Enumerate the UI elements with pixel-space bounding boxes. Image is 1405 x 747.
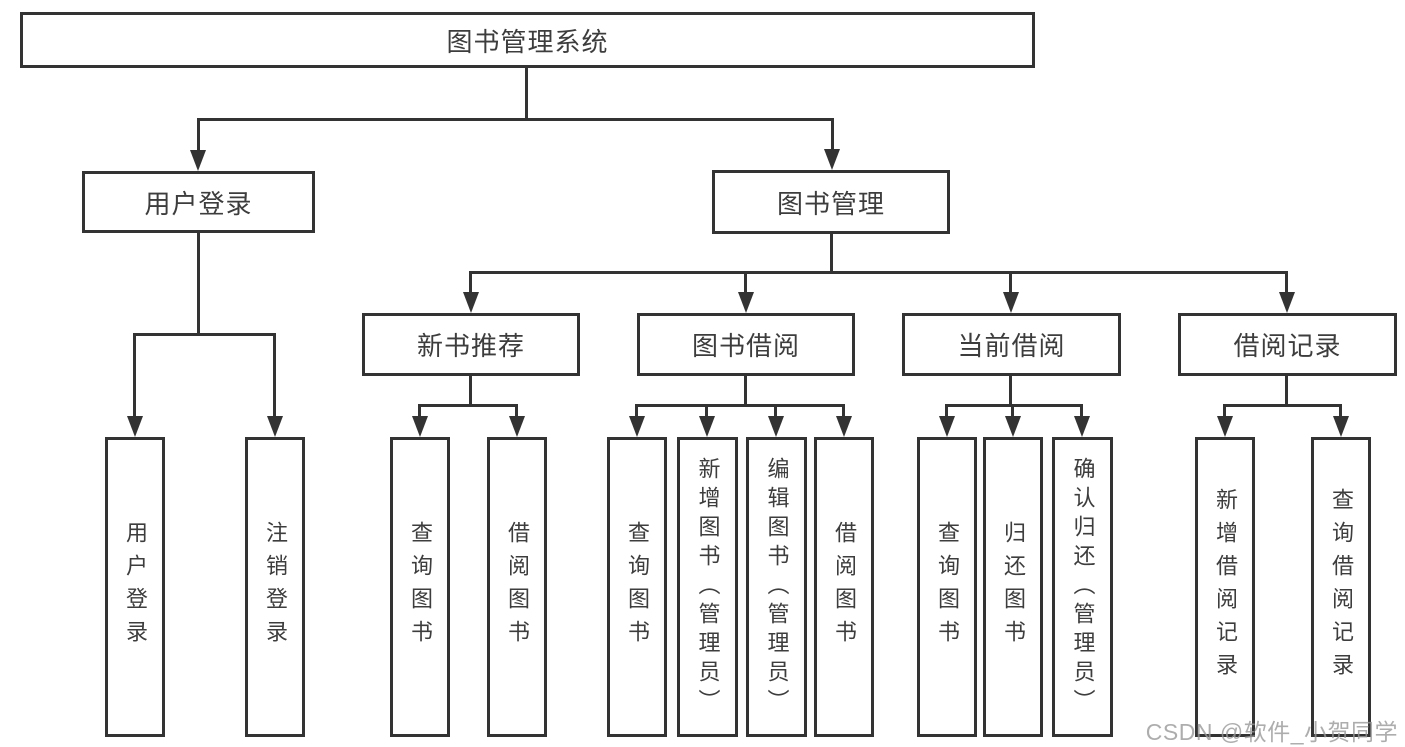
connector-line: [945, 404, 1083, 407]
arrow-down-icon: [190, 150, 206, 171]
connector-line: [1011, 404, 1014, 418]
connector-line: [418, 404, 518, 407]
node-root-system: 图书管理系统: [20, 12, 1035, 68]
leaf-add-books-admin: 新增图书（管理员）: [677, 437, 738, 737]
arrow-down-icon: [824, 149, 840, 170]
node-book-management-branch: 图书管理: [712, 170, 950, 234]
node-current-borrow: 当前借阅: [902, 313, 1121, 376]
node-label: 确认归还（管理员）: [1070, 456, 1096, 718]
arrow-down-icon: [699, 416, 715, 437]
connector-line: [635, 404, 845, 407]
connector-line: [525, 68, 528, 118]
leaf-edit-books-admin: 编辑图书（管理员）: [746, 437, 807, 737]
arrow-down-icon: [1279, 292, 1295, 313]
arrow-down-icon: [1003, 292, 1019, 313]
connector-line: [133, 333, 276, 336]
leaf-return-books: 归还图书: [983, 437, 1043, 737]
connector-line: [197, 118, 200, 154]
connector-line: [1080, 404, 1083, 418]
leaf-logout: 注销登录: [245, 437, 305, 737]
leaf-add-borrow-record: 新增借阅记录: [1195, 437, 1255, 737]
arrow-down-icon: [768, 416, 784, 437]
leaf-user-login: 用户登录: [105, 437, 165, 737]
node-borrow-records: 借阅记录: [1178, 313, 1397, 376]
node-label: 查询借阅记录: [1329, 488, 1354, 686]
connector-line: [515, 404, 518, 418]
arrow-down-icon: [1217, 416, 1233, 437]
leaf-query-books-2: 查询图书: [607, 437, 667, 737]
leaf-query-borrow-record: 查询借阅记录: [1311, 437, 1371, 737]
connector-line: [830, 234, 833, 274]
connector-line: [842, 404, 845, 418]
node-label: 归还图书: [1001, 521, 1026, 653]
connector-line: [774, 404, 777, 418]
arrow-down-icon: [267, 416, 283, 437]
arrow-down-icon: [836, 416, 852, 437]
connector-line: [744, 271, 747, 295]
node-label: 用户登录: [144, 188, 253, 219]
connector-line: [197, 233, 200, 336]
leaf-query-books-3: 查询图书: [917, 437, 977, 737]
connector-line: [1009, 376, 1012, 407]
node-book-borrow: 图书借阅: [637, 313, 855, 376]
node-label: 借阅图书: [832, 521, 857, 653]
arrow-down-icon: [738, 292, 754, 313]
connector-line: [1285, 271, 1288, 295]
leaf-borrow-books-1: 借阅图书: [487, 437, 547, 737]
arrow-down-icon: [509, 416, 525, 437]
leaf-borrow-books-2: 借阅图书: [814, 437, 874, 737]
node-label: 新增图书（管理员）: [695, 456, 721, 718]
connector-line: [1285, 376, 1288, 407]
node-label: 图书管理系统: [446, 26, 609, 57]
node-label: 用户登录: [123, 521, 148, 653]
node-label: 图书管理: [776, 188, 885, 219]
connector-line: [1223, 404, 1226, 418]
arrow-down-icon: [939, 416, 955, 437]
csdn-watermark: CSDN @软件_小贺同学: [1145, 719, 1398, 745]
connector-line: [1009, 271, 1012, 295]
connector-line: [469, 376, 472, 407]
connector-line: [1339, 404, 1342, 418]
connector-line: [418, 404, 421, 418]
connector-line: [197, 118, 834, 121]
arrow-down-icon: [1333, 416, 1349, 437]
connector-line: [744, 376, 747, 407]
connector-line: [945, 404, 948, 418]
node-label: 查询图书: [935, 521, 960, 653]
arrow-down-icon: [1074, 416, 1090, 437]
node-label: 新增借阅记录: [1213, 488, 1238, 686]
node-label: 查询图书: [408, 521, 433, 653]
connector-line: [705, 404, 708, 418]
connector-line: [273, 333, 276, 419]
node-label: 借阅图书: [505, 521, 530, 653]
connector-line: [469, 271, 1288, 274]
node-label: 图书借阅: [691, 331, 800, 361]
node-new-book-recommend: 新书推荐: [362, 313, 580, 376]
connector-line: [133, 333, 136, 419]
connector-line: [1223, 404, 1342, 407]
arrow-down-icon: [1005, 416, 1021, 437]
node-label: 当前借阅: [957, 331, 1066, 361]
arrow-down-icon: [127, 416, 143, 437]
node-label: 借阅记录: [1233, 331, 1342, 361]
leaf-confirm-return-admin: 确认归还（管理员）: [1052, 437, 1113, 737]
node-label: 新书推荐: [416, 331, 525, 361]
connector-line: [469, 271, 472, 295]
arrow-down-icon: [629, 416, 645, 437]
node-label: 查询图书: [625, 521, 650, 653]
connector-line: [831, 118, 834, 153]
connector-line: [635, 404, 638, 418]
leaf-query-books-1: 查询图书: [390, 437, 450, 737]
node-label: 编辑图书（管理员）: [764, 456, 790, 718]
arrow-down-icon: [412, 416, 428, 437]
arrow-down-icon: [463, 292, 479, 313]
node-label: 注销登录: [263, 521, 288, 653]
node-user-login-branch: 用户登录: [82, 171, 315, 233]
